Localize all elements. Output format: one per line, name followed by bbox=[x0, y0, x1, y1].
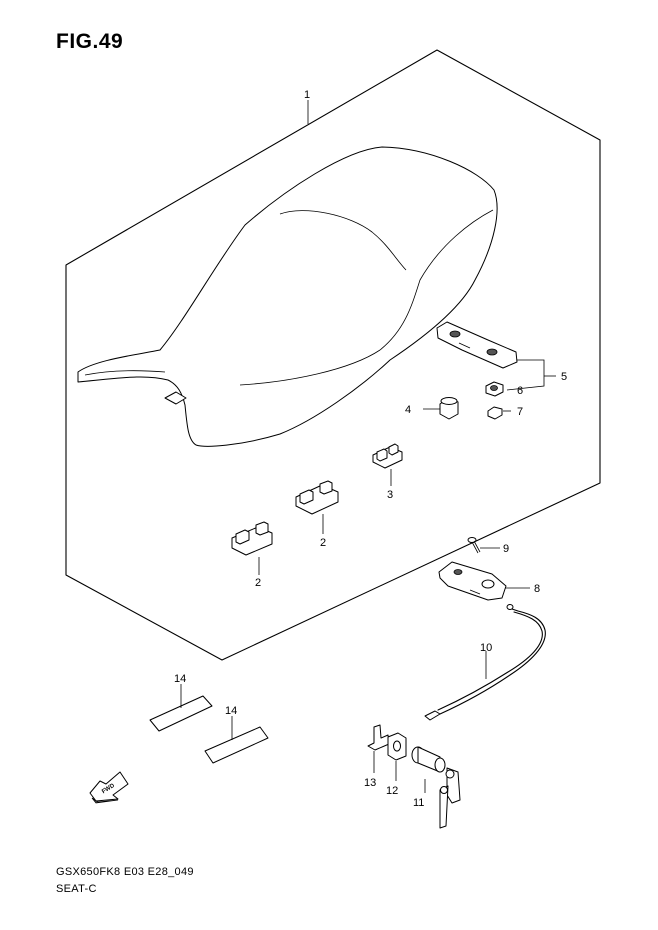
callout-4: 4 bbox=[405, 404, 411, 416]
label-part-14-lower bbox=[204, 726, 269, 764]
footer-model-code: GSX650FK8 E03 E28_049 bbox=[56, 866, 194, 878]
damper-part-3 bbox=[372, 443, 403, 469]
leader-lines bbox=[180, 100, 556, 793]
assembly-outline bbox=[65, 49, 601, 661]
callout-9: 9 bbox=[503, 543, 509, 555]
plate-part-12 bbox=[387, 732, 407, 761]
label-part-14-upper bbox=[149, 695, 213, 732]
callout-7: 7 bbox=[517, 406, 523, 418]
callout-5: 5 bbox=[561, 371, 567, 383]
nut-part-7 bbox=[487, 406, 503, 420]
callout-2-lower: 2 bbox=[255, 577, 261, 589]
figure-title: FIG.49 bbox=[56, 30, 124, 53]
callout-3: 3 bbox=[387, 489, 393, 501]
damper-part-2-upper bbox=[295, 480, 339, 515]
callout-13: 13 bbox=[364, 777, 376, 789]
nut-part-6 bbox=[485, 381, 504, 397]
bracket-part-5 bbox=[436, 321, 518, 369]
footer-section-name: SEAT-C bbox=[56, 883, 97, 895]
clip-part-13 bbox=[367, 724, 390, 751]
callout-14-upper: 14 bbox=[174, 673, 186, 685]
lock-cylinder-part-11 bbox=[411, 746, 461, 829]
callout-14-lower: 14 bbox=[225, 705, 237, 717]
lock-mechanism-part-8 bbox=[438, 561, 507, 601]
callout-1: 1 bbox=[304, 89, 310, 101]
cushion-part-4 bbox=[439, 397, 459, 420]
callout-11: 11 bbox=[413, 797, 424, 809]
callout-10: 10 bbox=[480, 642, 492, 654]
callout-6: 6 bbox=[517, 385, 523, 397]
damper-part-2-lower bbox=[231, 521, 273, 556]
seat-illustration bbox=[77, 146, 498, 447]
callout-12: 12 bbox=[386, 785, 398, 797]
callout-8: 8 bbox=[534, 583, 540, 595]
forward-arrow-icon: FWD bbox=[89, 771, 129, 804]
callout-labels: 1 2 2 3 4 5 6 7 8 9 10 11 12 13 14 14 bbox=[174, 89, 567, 809]
callout-2-upper: 2 bbox=[320, 537, 326, 549]
screw-part-9 bbox=[467, 537, 481, 554]
cable-part-10 bbox=[424, 604, 546, 721]
